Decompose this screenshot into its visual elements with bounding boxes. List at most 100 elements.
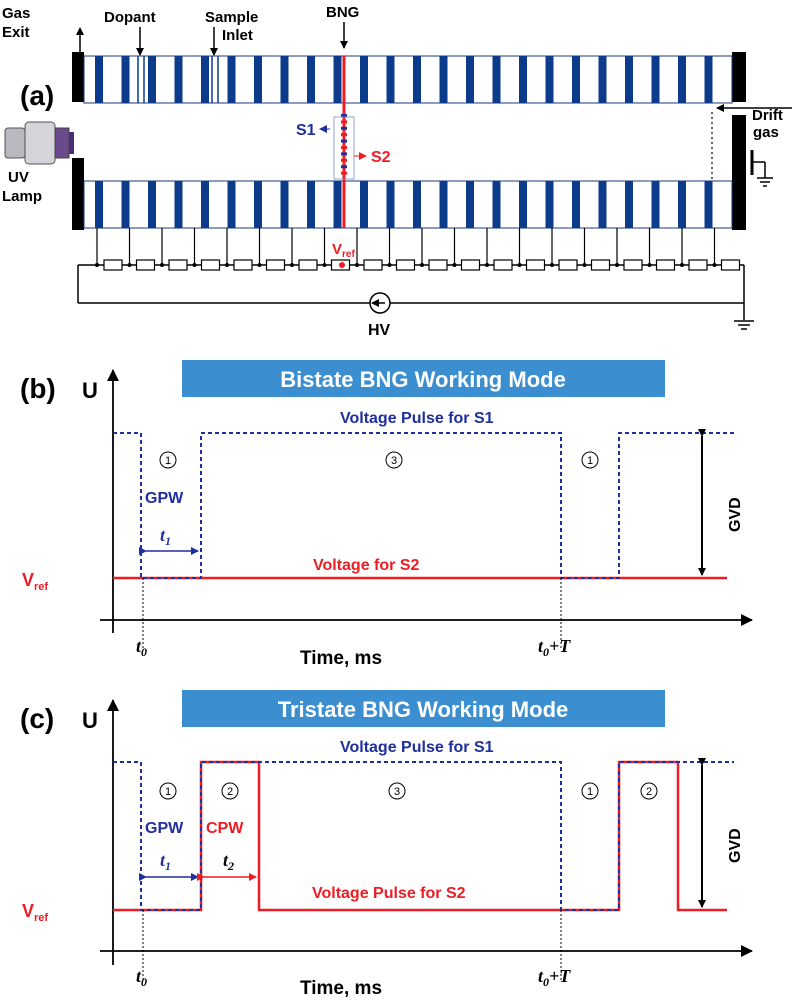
divider-node [160, 263, 164, 267]
electrode-ring [466, 181, 474, 228]
resistor [200, 259, 221, 271]
electrode-ring [254, 181, 262, 228]
resistor [525, 259, 546, 271]
panel-c-region-3-marker: 3 [388, 782, 406, 800]
resistor [233, 259, 253, 271]
panel-c-region-2-marker: 2 [221, 782, 239, 800]
electrode-ring [545, 56, 554, 103]
s2-label: S2 [371, 149, 391, 166]
divider-node [517, 263, 522, 267]
svg-text:1: 1 [165, 786, 171, 798]
panel-b-region-3-marker: 3 [385, 451, 403, 469]
panel-b-t1-label: t1 [160, 525, 171, 548]
bottom-right-wall [732, 115, 746, 230]
panel-a-vref-label: Vref [332, 241, 355, 260]
panel-c-t1-label: t1 [160, 850, 171, 873]
electrode-ring [704, 181, 713, 228]
electrode-ring [333, 181, 342, 228]
electrode-ring [201, 181, 209, 228]
electrode-ring [174, 181, 183, 228]
gas-exit-label: Gas [2, 5, 30, 22]
upper-ring-stack [83, 55, 733, 104]
bng-wire-dot [341, 171, 347, 175]
electrode-ring [227, 181, 236, 228]
svg-text:1: 1 [587, 455, 593, 467]
electrode-ring [227, 56, 236, 103]
resistor [363, 259, 383, 271]
electrode-ring [360, 181, 368, 228]
electrode-ring [413, 56, 421, 103]
panel-c-banner-title: Tristate BNG Working Mode [278, 697, 569, 722]
electrode-ring [519, 181, 527, 228]
electrode-ring [492, 181, 501, 228]
electrode-ring [280, 56, 289, 103]
divider-taps [96, 228, 716, 265]
panel-b-s1-trace [113, 432, 734, 579]
panel-b-gpw-label: GPW [145, 490, 184, 507]
resistor [265, 259, 286, 271]
divider-node [550, 263, 554, 267]
panel-b-label: (b) [20, 373, 56, 404]
electrode-ring [678, 181, 686, 228]
bng-zoom-box [333, 116, 355, 180]
resistor [720, 259, 741, 271]
panel-c-region-1b-marker: 1 [581, 782, 599, 800]
panel-c-cpw-label: CPW [206, 820, 244, 837]
gas-exit-label-2: Exit [2, 24, 30, 41]
svg-text:3: 3 [394, 786, 400, 798]
divider-node [290, 263, 294, 267]
electrode-ring [651, 56, 660, 103]
electrode-ring [254, 56, 262, 103]
electrode-ring [598, 56, 607, 103]
electrode-ring [466, 56, 474, 103]
divider-node [452, 263, 457, 267]
divider-node [680, 263, 684, 267]
s1-label: S1 [296, 122, 316, 139]
bng-wire-dot [341, 139, 347, 143]
uv-lamp-icon [4, 121, 74, 165]
electrode-ring [201, 56, 209, 103]
electrode-ring [519, 56, 527, 103]
resistor [460, 259, 481, 271]
bng-wire-dot [341, 114, 347, 117]
resistor [428, 259, 448, 271]
electrode-ring [572, 181, 580, 228]
electrode-ring [148, 181, 156, 228]
panel-c-region-2b-marker: 2 [640, 782, 658, 800]
sample-inlet-label-2: Inlet [222, 27, 253, 44]
uv-lamp-label: UV [8, 169, 29, 186]
panel-b-vref-label: Vref [22, 570, 48, 593]
bng-wire-dot [341, 165, 347, 169]
bng-wire-dot [341, 133, 347, 137]
lower-electrode-rings [95, 181, 713, 228]
electrode-ring [439, 181, 448, 228]
divider-node [615, 263, 619, 267]
electrode-ring [625, 56, 633, 103]
panel-c-region-1-marker: 1 [159, 782, 177, 800]
lower-ring-stack [83, 180, 733, 229]
panel-c-t2-label: t2 [223, 850, 234, 873]
electrode-ring [651, 181, 660, 228]
electrode-ring [121, 56, 130, 103]
electrode-ring [307, 181, 315, 228]
electrode-ring [439, 56, 448, 103]
panel-b-banner-title: Bistate BNG Working Mode [280, 367, 566, 392]
panel-b-t0-label: t0 [136, 636, 147, 659]
divider-node [192, 263, 197, 267]
top-right-wall [732, 52, 746, 102]
resistor [298, 259, 318, 271]
svg-text:3: 3 [391, 455, 397, 467]
panel-c-label: (c) [20, 703, 54, 734]
svg-text:2: 2 [227, 786, 233, 798]
bng-wire-dot [341, 120, 347, 124]
bng-wire-dot [341, 146, 347, 149]
electrode-ring [333, 56, 342, 103]
resistor-chain [95, 259, 741, 271]
drift-gas-label: Drift [752, 107, 783, 124]
electrode-ring [704, 56, 713, 103]
panel-c-t0-label: t0 [136, 966, 147, 989]
panel-c-gpw-label: GPW [145, 820, 184, 837]
resistor [590, 259, 611, 271]
divider-node [257, 263, 262, 267]
